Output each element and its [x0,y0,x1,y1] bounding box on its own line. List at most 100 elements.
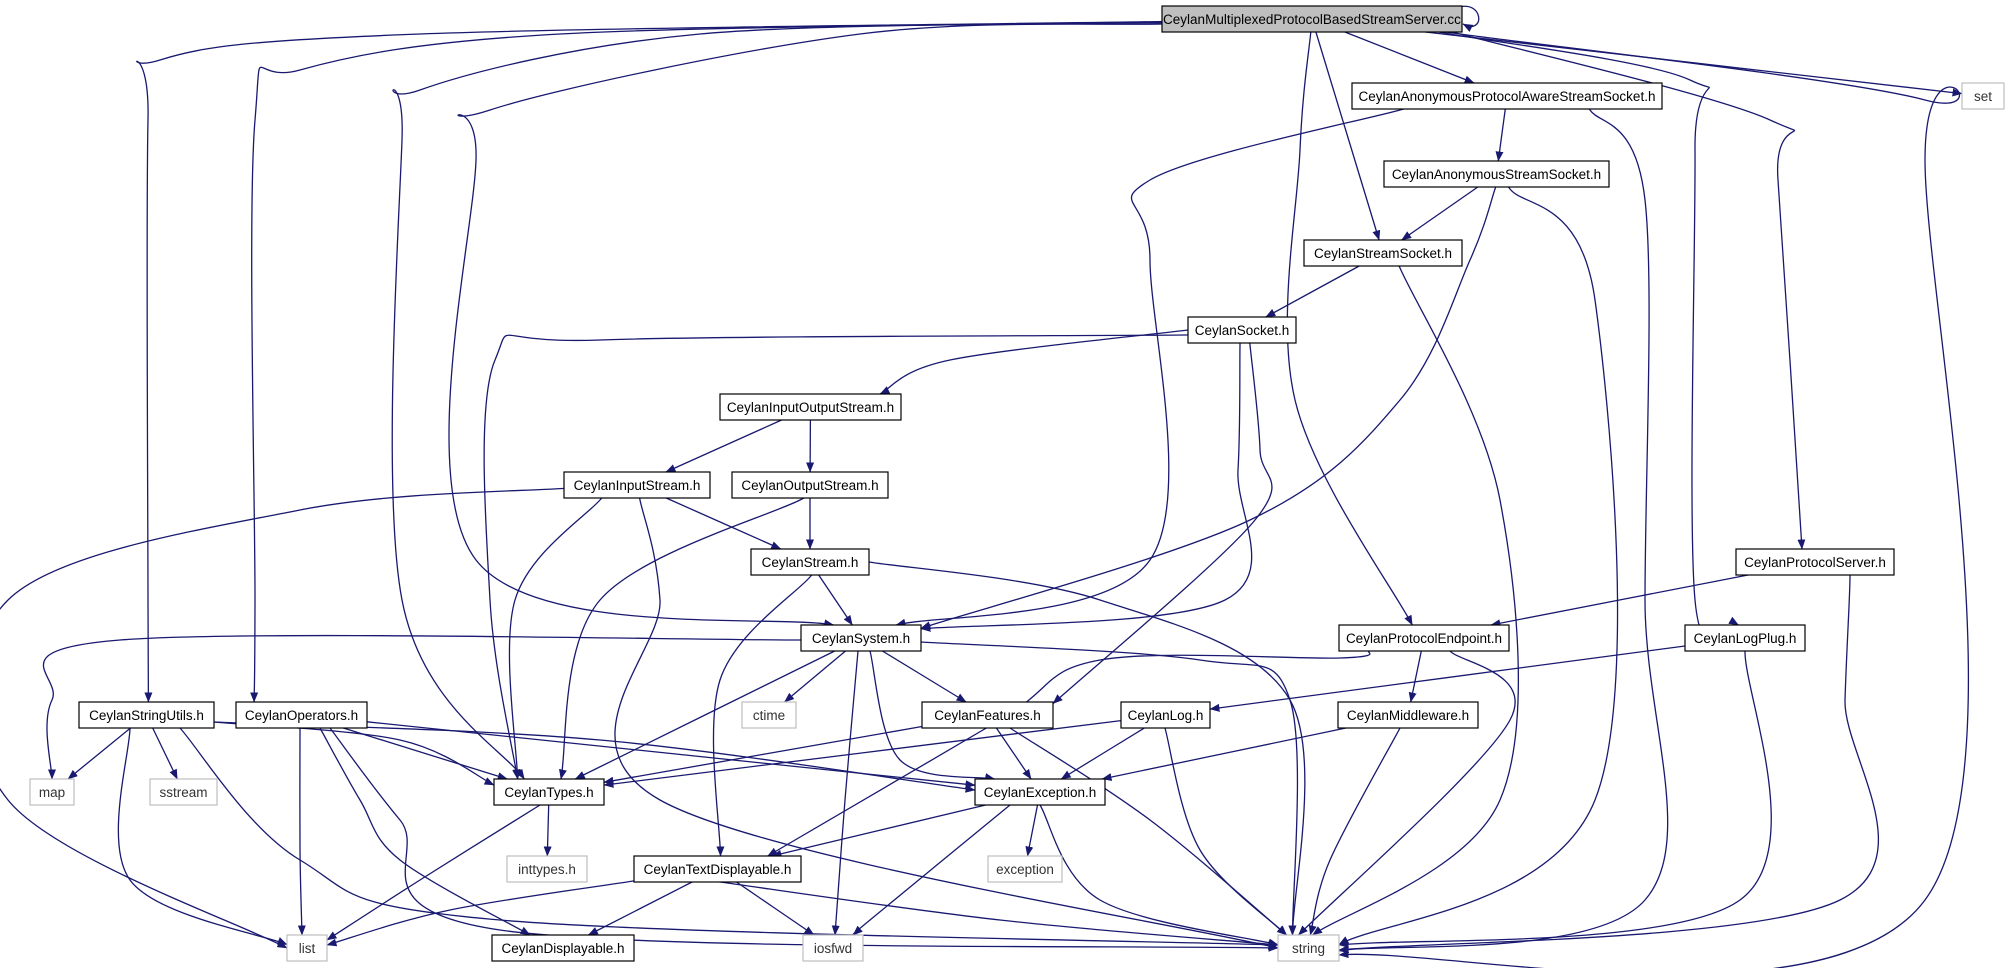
node-label-feat: CeylanFeatures.h [934,708,1041,723]
node-box-su [78,701,215,729]
edge-ss-to-string [1312,249,1519,936]
node-box-sstream [149,778,218,806]
node-box-inttypes [506,855,588,883]
node-label-lplug: CeylanLogPlug.h [1694,631,1797,646]
node-su[interactable]: CeylanStringUtils.h [78,701,215,729]
node-sock[interactable]: CeylanSocket.h [1187,316,1297,344]
edge-pend-to-mw [1408,650,1422,703]
node-box-os [731,471,889,499]
node-string: string [1277,934,1340,962]
node-box-ss [1303,239,1463,267]
node-label-anonpa: CeylanAnonymousProtocolAwareStreamSocket… [1359,89,1656,104]
edge-root-to-string [1338,27,1970,968]
node-pserv[interactable]: CeylanProtocolServer.h [1735,548,1895,576]
node-root[interactable]: CeylanMultiplexedProtocolBasedStreamServ… [1161,5,1463,33]
node-stream[interactable]: CeylanStream.h [750,548,870,576]
node-label-anonss: CeylanAnonymousStreamSocket.h [1392,167,1601,182]
edge-ops-to-types [343,727,508,780]
edge-log-to-exc [1060,727,1145,780]
node-label-is: CeylanInputStream.h [574,478,701,493]
edge-exc-to-string [1034,797,1279,947]
edges [0,5,1970,968]
node-box-sys [800,624,922,652]
node-exc[interactable]: CeylanException.h [974,778,1106,806]
node-log[interactable]: CeylanLog.h [1120,701,1211,729]
edge-is-to-list [0,485,589,949]
node-box-except [987,855,1063,883]
node-list: list [286,934,328,962]
node-sys[interactable]: CeylanSystem.h [800,624,922,652]
node-lplug[interactable]: CeylanLogPlug.h [1684,624,1806,652]
node-label-except: exception [996,862,1054,877]
node-box-root [1161,5,1463,33]
edge-mw-to-exc [1101,727,1347,781]
node-ss[interactable]: CeylanStreamSocket.h [1303,239,1463,267]
edge-anonss-to-string [1338,179,1619,946]
node-td[interactable]: CeylanTextDisplayable.h [633,855,802,883]
node-except: exception [987,855,1063,883]
node-box-feat [921,701,1054,729]
node-label-stream: CeylanStream.h [762,555,859,570]
edge-su-to-map [67,727,131,780]
node-anonpa[interactable]: CeylanAnonymousProtocolAwareStreamSocket… [1351,82,1663,110]
edge-ios-to-is [665,419,782,473]
edge-is-to-stream [665,497,782,550]
edge-lplug-to-string [1338,632,1772,948]
node-box-pend [1338,624,1510,652]
node-sstream: sstream [149,778,218,806]
node-label-sys: CeylanSystem.h [812,631,910,646]
node-disp[interactable]: CeylanDisplayable.h [491,934,635,962]
node-label-ctime: ctime [753,708,785,723]
node-set: set [1961,82,2005,110]
node-box-lplug [1684,624,1806,652]
node-label-ios: CeylanInputOutputStream.h [727,400,894,415]
node-pend[interactable]: CeylanProtocolEndpoint.h [1338,624,1510,652]
node-os[interactable]: CeylanOutputStream.h [731,471,889,499]
edge-feat-to-string [999,720,1288,936]
edge-su-to-sstream [152,727,178,780]
edge-mw-to-string [1308,717,1406,936]
node-label-os: CeylanOutputStream.h [741,478,878,493]
node-label-string: string [1292,941,1325,956]
edge-sys-to-ctime [784,650,846,703]
node-box-ios [719,393,902,421]
node-ios[interactable]: CeylanInputOutputStream.h [719,393,902,421]
edge-sock-to-ios [879,327,1207,395]
node-box-log [1120,701,1211,729]
edge-ops-to-exc [366,721,976,789]
edge-sys-to-feat [882,650,967,703]
node-is[interactable]: CeylanInputStream.h [563,471,711,499]
node-label-set: set [1974,89,1992,104]
node-anonss[interactable]: CeylanAnonymousStreamSocket.h [1383,160,1610,188]
edge-ops-to-list [297,718,306,936]
edge-pend-to-td [767,650,1371,857]
node-feat[interactable]: CeylanFeatures.h [921,701,1054,729]
node-box-ops [235,701,368,729]
edge-anonpa-to-sys [895,103,1422,627]
edge-is-to-string [614,491,1279,950]
edge-lplug-to-log [1209,645,1686,712]
edge-exc-to-except [1025,804,1039,857]
node-label-ss: CeylanStreamSocket.h [1314,246,1452,261]
node-types[interactable]: CeylanTypes.h [493,778,605,806]
node-box-sock [1187,316,1297,344]
node-label-td: CeylanTextDisplayable.h [644,862,792,877]
edge-su-to-string [170,717,1279,949]
node-label-log: CeylanLog.h [1128,708,1204,723]
node-label-mw: CeylanMiddleware.h [1347,708,1469,723]
edge-root-to-sys [448,23,1163,628]
edge-pend-to-string [1298,645,1516,936]
node-ops[interactable]: CeylanOperators.h [235,701,368,729]
node-box-ctime [741,701,797,729]
node-box-set [1961,82,2005,110]
edge-td-to-disp [587,881,693,936]
nodes: CeylanMultiplexedProtocolBasedStreamServ… [29,5,2005,962]
edge-anonss-to-ss [1401,186,1479,241]
edge-feat-to-exc [995,727,1032,780]
edge-root-to-anonpa [1344,31,1475,84]
node-box-iosfwd [802,934,864,962]
node-box-map [29,778,75,806]
edge-ss-to-sock [1265,265,1360,318]
node-mw[interactable]: CeylanMiddleware.h [1337,701,1479,729]
